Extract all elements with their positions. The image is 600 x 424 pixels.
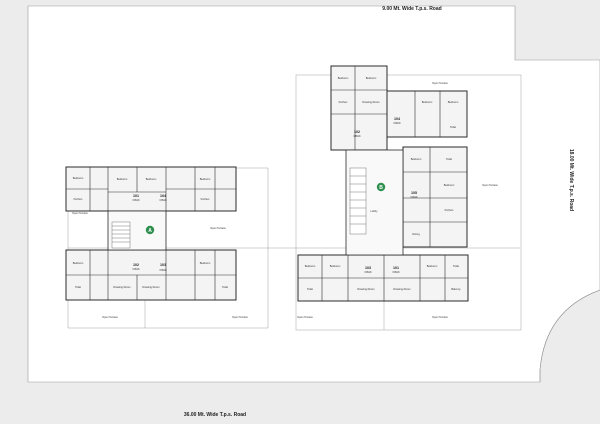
room-label: Toilet (222, 285, 228, 289)
terrace-label: Open Terrace (297, 315, 313, 319)
terrace-label: Open Terrace (72, 211, 88, 215)
room-label: Drawing Room (142, 285, 159, 289)
wing-a-south-partitions (66, 250, 236, 300)
flat-a101-number: 101 (133, 194, 139, 198)
room-label: Kitchen (74, 197, 83, 201)
wing-a-badge-label: A (148, 228, 152, 234)
room-label: Drawing Room (113, 285, 130, 289)
wing-a-badge (145, 225, 155, 235)
terrace-label: Open Terrace (432, 315, 448, 319)
room-label: Kitchen (445, 208, 454, 212)
room-label: Bedroom (73, 261, 84, 265)
wing-b-staircase (349, 167, 367, 235)
flat-b104-info: 3 BHK (393, 121, 401, 125)
room-label: Bedroom (305, 264, 316, 268)
wing-a-staircase (111, 221, 131, 249)
flat-a102-number: 102 (133, 263, 139, 267)
room-label: Dining (412, 232, 420, 236)
room-label: Drawing Room (393, 287, 410, 291)
room-label: Toilet (75, 285, 81, 289)
room-label: Bedroom (330, 264, 341, 268)
flat-a102-info: 3 BHK (132, 267, 140, 271)
flat-b101-info: 3 BHK (392, 270, 400, 274)
flat-a104-number: 104 (160, 194, 166, 198)
room-label: Lobby (370, 209, 378, 213)
flat-a103-info: 3 BHK (159, 268, 167, 272)
road-label-bottom: 36.00 Mt. Wide T.p.s. Road (184, 412, 246, 418)
room-label: Bedroom (73, 176, 84, 180)
site-corner-curve (539, 289, 600, 382)
room-label: Balcony (451, 287, 461, 291)
room-label: Bedroom (338, 76, 349, 80)
road-label-right: 18.00 Mt. Wide T.p.s. Road (568, 149, 574, 211)
room-label: Bedroom (444, 183, 455, 187)
flat-a101-info: 3 BHK (132, 198, 140, 202)
room-label: Bedroom (411, 157, 422, 161)
flat-b105-number: 105 (411, 191, 417, 195)
flat-b103-info: 3 BHK (364, 270, 372, 274)
flat-b104-number: 104 (394, 117, 400, 121)
wing-b: B 102 3 BHK 104 3 BHK 105 3 BHK 103 3 BH… (297, 65, 469, 302)
flat-b102-info: 3 BHK (353, 134, 361, 138)
room-label: Bedroom (427, 264, 438, 268)
wing-b-nw-block (330, 65, 388, 151)
flat-a103-number: 103 (160, 263, 166, 267)
room-label: Toilet (453, 264, 459, 268)
room-label: Bedroom (200, 261, 211, 265)
terrace-label: Open Terrace (482, 183, 498, 187)
terrace-label: Open Terrace (102, 315, 118, 319)
wing-b-partitions (298, 66, 468, 301)
terrace-label: Open Terrace (432, 81, 448, 85)
room-label: Bedroom (200, 177, 211, 181)
room-label: Kitchen (339, 100, 348, 104)
wing-a-north-partitions (66, 167, 236, 211)
room-label: Toilet (307, 287, 313, 291)
room-label: Toilet (446, 157, 452, 161)
wing-b-badge (376, 182, 386, 192)
room-label: Drawing Room (357, 287, 374, 291)
room-label: Bedroom (448, 100, 459, 104)
flat-b101-number: 101 (393, 266, 399, 270)
road-label-top: 9.00 Mt. Wide T.p.s. Road (382, 6, 441, 12)
wing-b-badge-label: B (379, 185, 383, 191)
room-label: Bedroom (117, 177, 128, 181)
room-label: Toilet (450, 125, 456, 129)
flat-a104-info: 3 BHK (159, 198, 167, 202)
flat-b105-info: 3 BHK (410, 195, 418, 199)
flat-b102-number: 102 (354, 130, 360, 134)
flat-b103-number: 103 (365, 266, 371, 270)
room-label: Drawing Room (362, 100, 379, 104)
wing-b-east-block (402, 146, 468, 248)
room-label: Bedroom (366, 76, 377, 80)
room-label: Kitchen (201, 197, 210, 201)
room-label: Bedroom (146, 177, 157, 181)
terrace-label: Open Terrace (210, 226, 226, 230)
wing-b-ne-block (386, 90, 468, 138)
terrace-label: Open Terrace (232, 315, 248, 319)
room-label: Bedroom (422, 100, 433, 104)
wing-a: A 101 3 BHK 104 3 BHK 102 3 BHK 103 3 BH… (65, 166, 237, 301)
